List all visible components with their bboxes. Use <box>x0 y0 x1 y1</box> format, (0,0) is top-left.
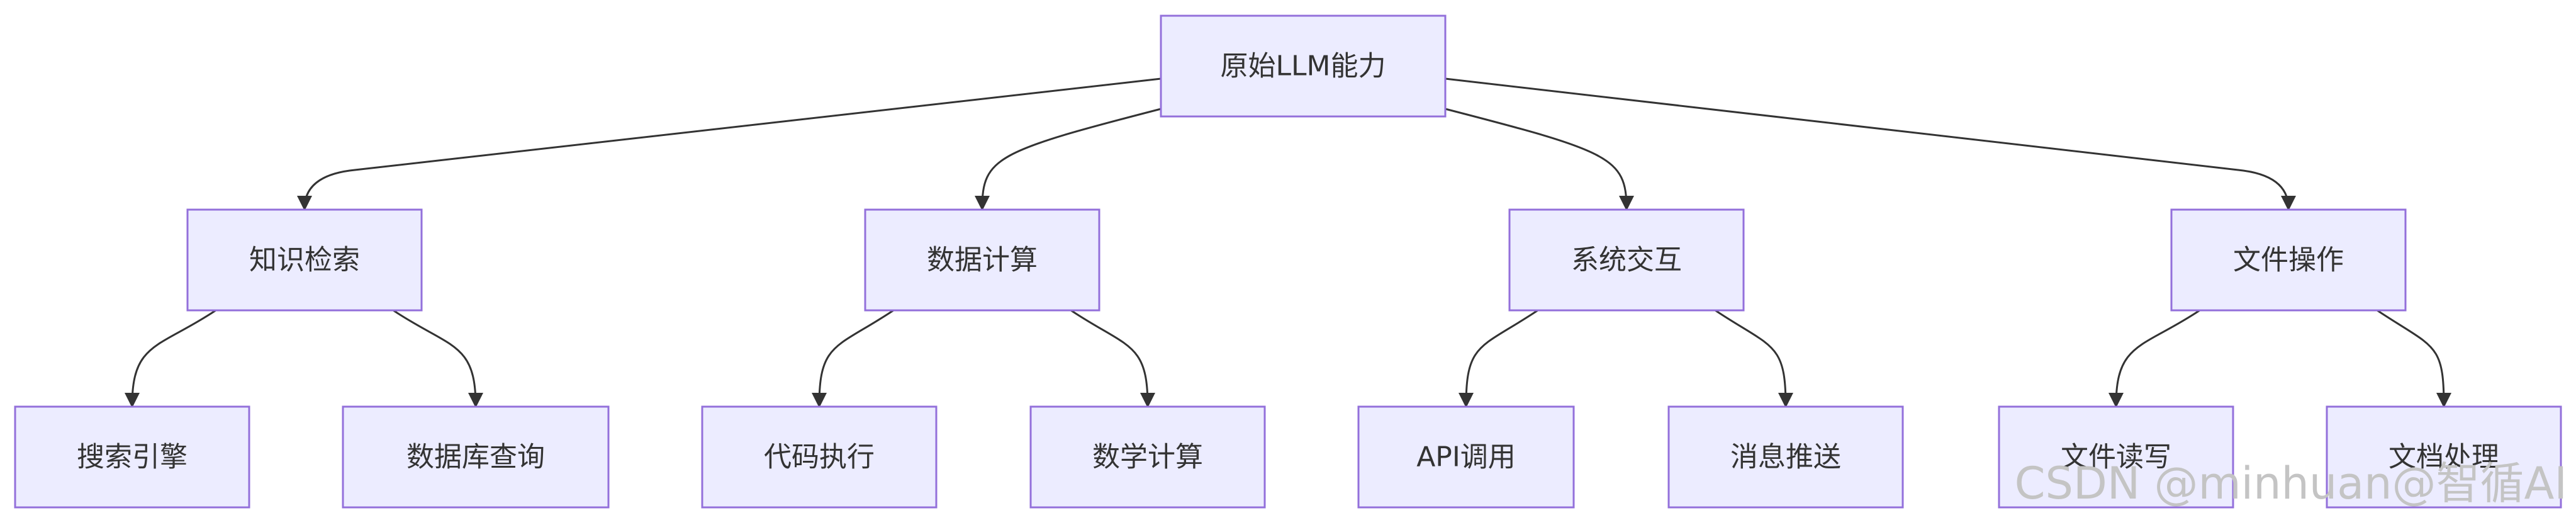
edge-root-to-category-3 <box>1445 108 1634 211</box>
node-category-2: 数据计算 <box>864 208 1100 312</box>
node-leaf-4-2-box <box>2326 405 2562 509</box>
edge-category-4-to-child-2 <box>2377 309 2451 408</box>
csdn-watermark: CSDN @minhuan@智循AI <box>2015 458 2567 509</box>
node-leaf-1-1-box <box>14 405 250 509</box>
node-category-2-label: 数据计算 <box>927 244 1038 276</box>
node-leaf-1-2: 数据库查询 <box>342 405 610 509</box>
edge-category-2-to-child-1 <box>812 309 894 408</box>
node-leaf-3-2-label: 消息推送 <box>1730 441 1841 473</box>
node-leaf-4-1-box <box>1998 405 2234 509</box>
node-category-2-box <box>864 208 1100 312</box>
edge-root-to-category-2 <box>975 108 1162 211</box>
edge-root-to-category-4 <box>1445 77 2296 211</box>
node-category-1: 知识检索 <box>186 208 423 312</box>
node-category-4: 文件操作 <box>2170 208 2407 312</box>
node-leaf-3-2-box <box>1667 405 1904 509</box>
node-leaf-2-1-label: 代码执行 <box>764 441 875 473</box>
edge-category-1-to-child-1 <box>125 309 216 408</box>
edge-category-2-to-child-2 <box>1070 309 1155 408</box>
node-category-3-label: 系统交互 <box>1571 244 1682 276</box>
node-leaf-2-1: 代码执行 <box>701 405 938 509</box>
node-leaf-3-1-box <box>1357 405 1575 509</box>
node-leaf-1-2-label: 数据库查询 <box>406 441 545 473</box>
edge-category-1-to-child-2 <box>393 309 483 408</box>
node-leaf-4-1: 文件读写 <box>1998 405 2234 509</box>
node-leaf-4-2: 文档处理 <box>2326 405 2562 509</box>
node-category-3: 系统交互 <box>1508 208 1745 312</box>
edge-root-to-category-1 <box>297 77 1162 211</box>
node-category-4-label: 文件操作 <box>2233 244 2344 276</box>
edge-category-4-to-child-1 <box>2108 309 2200 408</box>
node-category-1-label: 知识检索 <box>249 244 360 276</box>
node-leaf-4-2-label: 文档处理 <box>2388 441 2499 473</box>
edges-layer <box>125 77 2451 408</box>
node-leaf-3-1-label: API调用 <box>1416 441 1516 473</box>
node-root: 原始LLM能力 <box>1160 14 1447 118</box>
node-category-1-box <box>186 208 423 312</box>
node-leaf-2-2-box <box>1029 405 1266 509</box>
node-category-4-box <box>2170 208 2407 312</box>
node-root-label: 原始LLM能力 <box>1221 50 1386 82</box>
node-root-box <box>1160 14 1447 118</box>
node-leaf-2-2-label: 数学计算 <box>1092 441 1203 473</box>
node-leaf-1-2-box <box>342 405 610 509</box>
node-leaf-3-2: 消息推送 <box>1667 405 1904 509</box>
edge-category-3-to-child-2 <box>1715 309 1793 408</box>
node-category-3-box <box>1508 208 1745 312</box>
edge-category-3-to-child-1 <box>1459 309 1538 408</box>
node-leaf-1-1-label: 搜索引擎 <box>77 441 188 473</box>
node-leaf-4-1-label: 文件读写 <box>2061 441 2171 473</box>
node-leaf-2-1-box <box>701 405 938 509</box>
node-leaf-3-1: API调用 <box>1357 405 1575 509</box>
node-leaf-1-1: 搜索引擎 <box>14 405 250 509</box>
node-leaf-2-2: 数学计算 <box>1029 405 1266 509</box>
